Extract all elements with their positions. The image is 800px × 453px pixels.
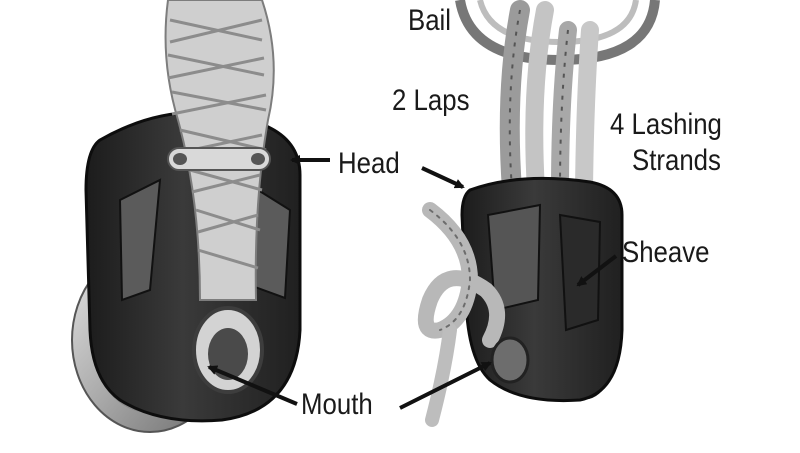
mouth-left-arrow	[207, 365, 298, 406]
label-lashing-line2: Strands	[632, 144, 721, 177]
right-mouth	[490, 336, 530, 384]
lashing-strands	[499, 0, 599, 200]
left-block	[71, 0, 302, 433]
label-head: Head	[338, 147, 400, 180]
mouth-right-arrow	[399, 361, 492, 410]
sheave-arrow	[576, 254, 618, 287]
right-block	[417, 0, 660, 427]
left-head-bar	[167, 147, 271, 171]
callout-arrows	[207, 155, 618, 410]
label-lashing-line1: 4 Lashing	[610, 108, 722, 141]
label-mouth: Mouth	[301, 388, 373, 421]
label-sheave: Sheave	[622, 236, 710, 269]
label-bail: Bail	[408, 4, 452, 37]
label-2-laps: 2 Laps	[392, 84, 470, 117]
right-rope-knot	[417, 202, 505, 427]
head-right-arrow	[421, 166, 465, 189]
